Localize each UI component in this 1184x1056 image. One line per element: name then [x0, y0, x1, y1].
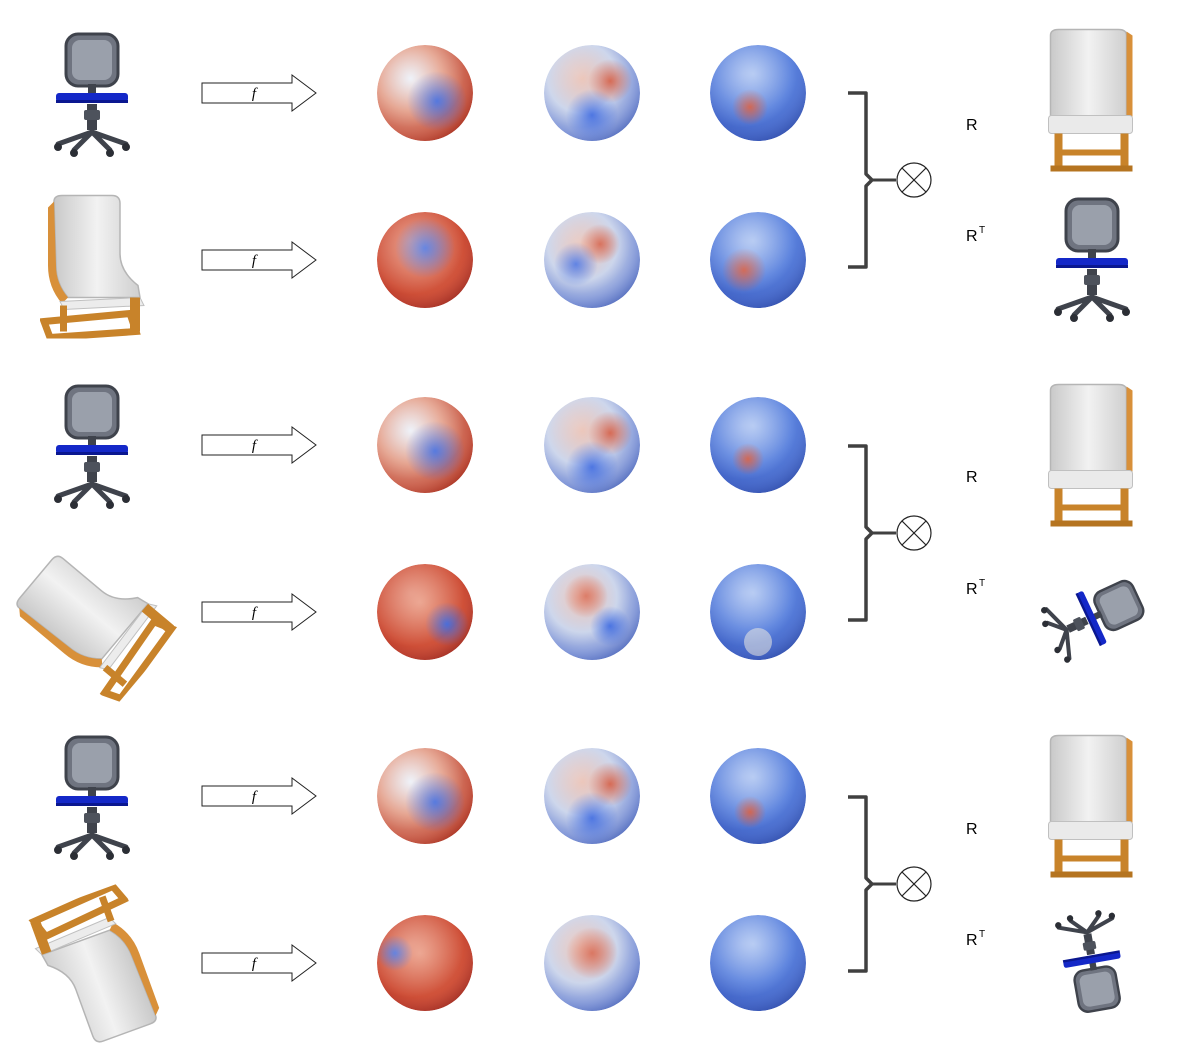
output-chair-rt	[1054, 199, 1130, 322]
feature-sphere-r1-c1	[544, 212, 640, 308]
tensor-product-icon	[896, 162, 932, 198]
transpose-superscript: T	[979, 578, 985, 589]
feature-sphere-r2-c2	[710, 397, 806, 493]
arrow-label: f	[252, 789, 258, 805]
feature-sphere-r3-c2	[710, 564, 806, 660]
map-arrow: f	[201, 593, 317, 631]
input-chair	[44, 196, 144, 338]
feature-sphere-r0-c1	[544, 45, 640, 141]
arrow-label: f	[252, 438, 258, 454]
rotation-transpose-label: R	[966, 581, 978, 598]
feature-sphere-r2-c1	[544, 397, 640, 493]
feature-sphere-r3-c0	[377, 564, 473, 660]
input-chair	[25, 884, 168, 1052]
feature-sphere-r0-c0	[377, 45, 473, 141]
feature-sphere-r3-c1	[544, 564, 640, 660]
group-bracket	[848, 444, 896, 622]
arrow-label: f	[252, 605, 258, 621]
map-arrow: f	[201, 944, 317, 982]
map-arrow: f	[201, 74, 317, 112]
rotation-label: R	[966, 469, 978, 486]
feature-sphere-r1-c2	[710, 212, 806, 308]
map-arrow: f	[201, 426, 317, 464]
output-chair-r	[1047, 383, 1134, 528]
map-arrow: f	[201, 777, 317, 815]
feature-sphere-r2-c0	[377, 397, 473, 493]
feature-sphere-r1-c0	[377, 212, 473, 308]
feature-sphere-r0-c2	[710, 45, 806, 141]
transpose-superscript: T	[979, 929, 985, 940]
output-chair-rt	[1036, 569, 1151, 666]
input-chair	[54, 34, 130, 157]
rotation-transpose-label: R	[966, 932, 978, 949]
feature-sphere-r5-c0	[377, 915, 473, 1011]
group-bracket	[848, 91, 896, 269]
feature-sphere-r4-c2	[710, 748, 806, 844]
feature-sphere-r5-c1	[544, 915, 640, 1011]
transpose-superscript: T	[979, 225, 985, 236]
rotation-transpose-label: R	[966, 228, 978, 245]
tensor-product-icon	[896, 866, 932, 902]
input-chair	[54, 737, 130, 860]
rotation-label: R	[966, 821, 978, 838]
feature-sphere-r4-c0	[377, 748, 473, 844]
rotation-label: R	[966, 117, 978, 134]
output-chair-r	[1047, 734, 1134, 879]
arrow-label: f	[252, 956, 258, 972]
group-bracket	[848, 795, 896, 973]
input-chair	[8, 535, 181, 703]
feature-sphere-r5-c2	[710, 915, 806, 1011]
output-chair-r	[1047, 28, 1134, 173]
arrow-label: f	[252, 86, 258, 102]
tensor-product-icon	[896, 515, 932, 551]
feature-sphere-r4-c1	[544, 748, 640, 844]
output-chair-rt	[1054, 907, 1131, 1014]
map-arrow: f	[201, 241, 317, 279]
arrow-label: f	[252, 253, 258, 269]
input-chair	[54, 386, 130, 509]
